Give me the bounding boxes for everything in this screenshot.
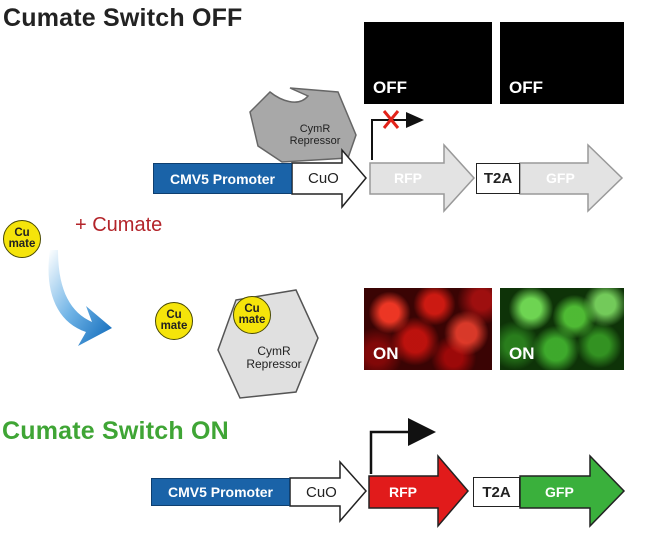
gfp-arrow-on xyxy=(519,454,626,528)
repressor-free-label: CymR Repressor xyxy=(246,344,302,371)
tss-arrow-off xyxy=(371,119,408,160)
panel-on-red: ON xyxy=(364,288,492,370)
add-cumate-label: + Cumate xyxy=(75,214,163,236)
promoter-box-on: CMV5 Promoter xyxy=(151,478,290,506)
cuo-label-off: CuO xyxy=(308,170,339,187)
panel-on-green: ON xyxy=(500,288,624,370)
cuo-arrow-on xyxy=(289,460,367,524)
panel-off-green-label: OFF xyxy=(509,78,543,97)
rfp-arrow-on xyxy=(368,453,469,529)
gfp-label-off: GFP xyxy=(546,170,575,186)
cumate-molecule-icon: Cu mate xyxy=(3,220,41,258)
block-x-icon xyxy=(382,110,400,129)
title-switch-off: Cumate Switch OFF xyxy=(3,4,243,32)
cumate-molecule-label: Cu mate xyxy=(238,303,266,326)
panel-off-red-label: OFF xyxy=(373,78,407,97)
title-switch-on: Cumate Switch ON xyxy=(2,417,229,445)
panel-off-green: OFF xyxy=(500,22,624,104)
cumate-molecule-icon: Cu mate xyxy=(155,302,193,340)
panel-on-green-label: ON xyxy=(509,344,535,363)
cuo-arrow-off xyxy=(291,147,367,210)
gfp-label-on: GFP xyxy=(545,484,574,500)
rfp-label-on: RFP xyxy=(389,484,417,500)
tss-arrow-on xyxy=(369,430,412,474)
rfp-arrow-off xyxy=(369,143,476,213)
t2a-box-off: T2A xyxy=(476,163,520,194)
curved-arrow-icon xyxy=(48,250,112,346)
t2a-box-on: T2A xyxy=(473,477,520,507)
repressor-bound-label: CymR Repressor xyxy=(289,123,341,147)
cumate-bound-icon: Cu mate xyxy=(233,296,271,334)
cumate-molecule-label: Cu mate xyxy=(8,227,36,250)
promoter-box-off: CMV5 Promoter xyxy=(153,163,292,194)
rfp-label-off: RFP xyxy=(394,170,422,186)
cumate-molecule-label: Cu mate xyxy=(160,309,188,332)
panel-on-red-label: ON xyxy=(373,344,399,363)
cuo-label-on: CuO xyxy=(306,484,337,501)
gfp-arrow-off xyxy=(519,143,624,213)
panel-off-red: OFF xyxy=(364,22,492,104)
